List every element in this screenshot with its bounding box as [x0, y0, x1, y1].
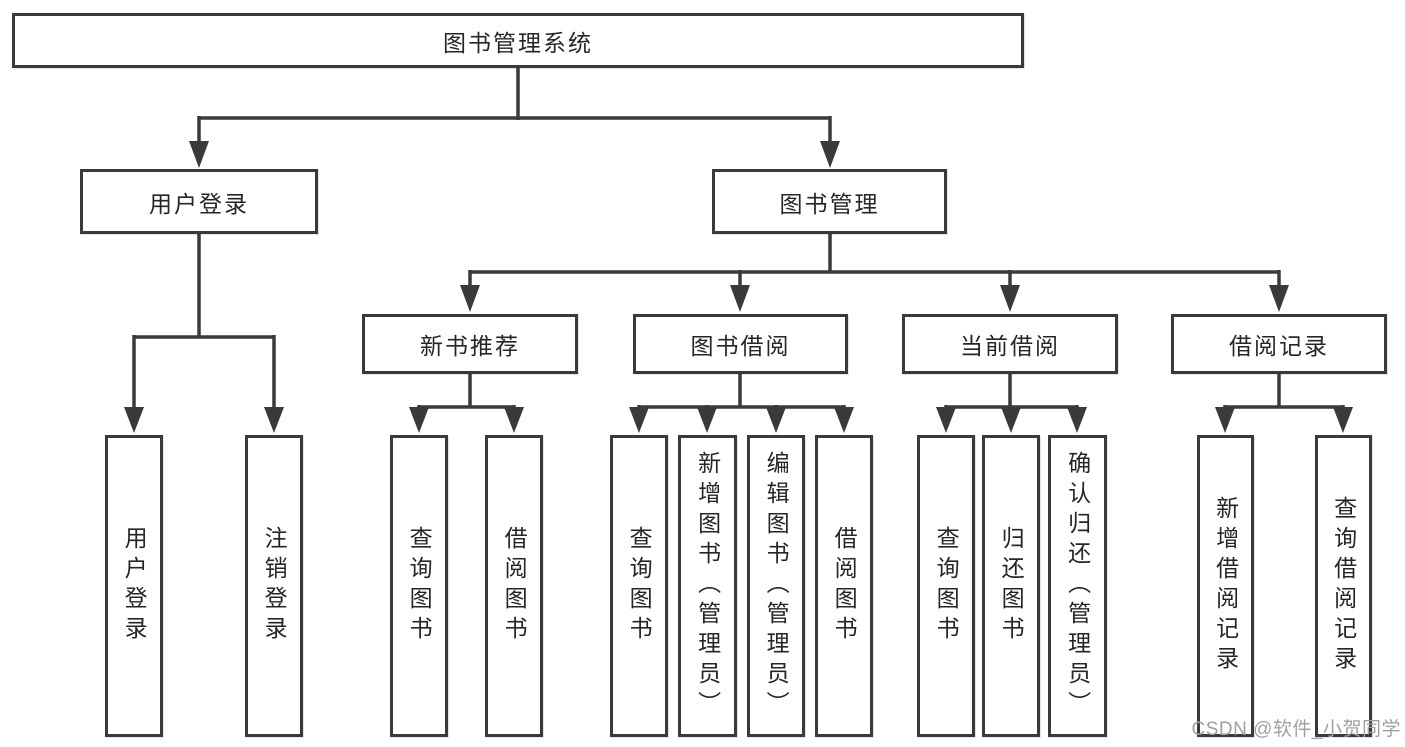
node-label: 确认归还（管理员）: [1064, 451, 1091, 721]
node-label: 当前借阅: [960, 333, 1060, 359]
leaf-query-borrow-record: 查询借阅记录: [1315, 435, 1372, 737]
node-label: 新增图书（管理员）: [694, 451, 721, 721]
leaf-logout: 注销登录: [245, 435, 303, 737]
node-label: 新书推荐: [420, 333, 520, 359]
node-book-management: 图书管理: [712, 169, 947, 234]
node-new-book-recommendation: 新书推荐: [362, 314, 578, 374]
node-user-login: 用户登录: [80, 169, 318, 234]
leaf-query-books-recommend: 查询图书: [390, 435, 448, 737]
node-label: 图书管理: [779, 190, 880, 217]
leaf-edit-books-admin: 编辑图书（管理员）: [747, 435, 805, 737]
leaf-user-login: 用户登录: [105, 435, 163, 737]
node-label: 借阅图书: [501, 526, 528, 646]
node-label: 查询图书: [626, 526, 653, 646]
node-book-borrowing: 图书借阅: [633, 314, 848, 374]
leaf-add-books-admin: 新增图书（管理员）: [678, 435, 737, 737]
node-library-management-system: 图书管理系统: [12, 13, 1024, 68]
node-label: 归还图书: [998, 526, 1025, 646]
node-label: 新增借阅记录: [1212, 496, 1239, 676]
node-label: 借阅记录: [1229, 333, 1329, 359]
leaf-query-books-borrowing: 查询图书: [610, 435, 668, 737]
node-label: 图书借阅: [690, 333, 791, 359]
leaf-borrow-books: 借阅图书: [815, 435, 873, 737]
node-label: 图书管理系统: [443, 29, 593, 56]
node-label: 查询借阅记录: [1330, 496, 1357, 676]
leaf-query-books-current: 查询图书: [917, 435, 975, 737]
node-borrowing-records: 借阅记录: [1171, 314, 1387, 374]
leaf-return-books: 归还图书: [982, 435, 1040, 737]
leaf-borrow-books-recommend: 借阅图书: [485, 435, 543, 737]
node-label: 用户登录: [121, 526, 148, 646]
node-label: 注销登录: [261, 526, 288, 646]
node-label: 编辑图书（管理员）: [763, 451, 790, 721]
leaf-add-borrow-record: 新增借阅记录: [1197, 435, 1254, 737]
csdn-watermark: CSDN @软件_小贺同学: [1191, 719, 1401, 740]
node-label: 查询图书: [406, 526, 433, 646]
node-current-borrowing: 当前借阅: [902, 314, 1118, 374]
node-label: 查询图书: [933, 526, 960, 646]
node-label: 用户登录: [149, 190, 249, 217]
leaf-confirm-return-admin: 确认归还（管理员）: [1048, 435, 1107, 737]
node-label: 借阅图书: [831, 526, 858, 646]
